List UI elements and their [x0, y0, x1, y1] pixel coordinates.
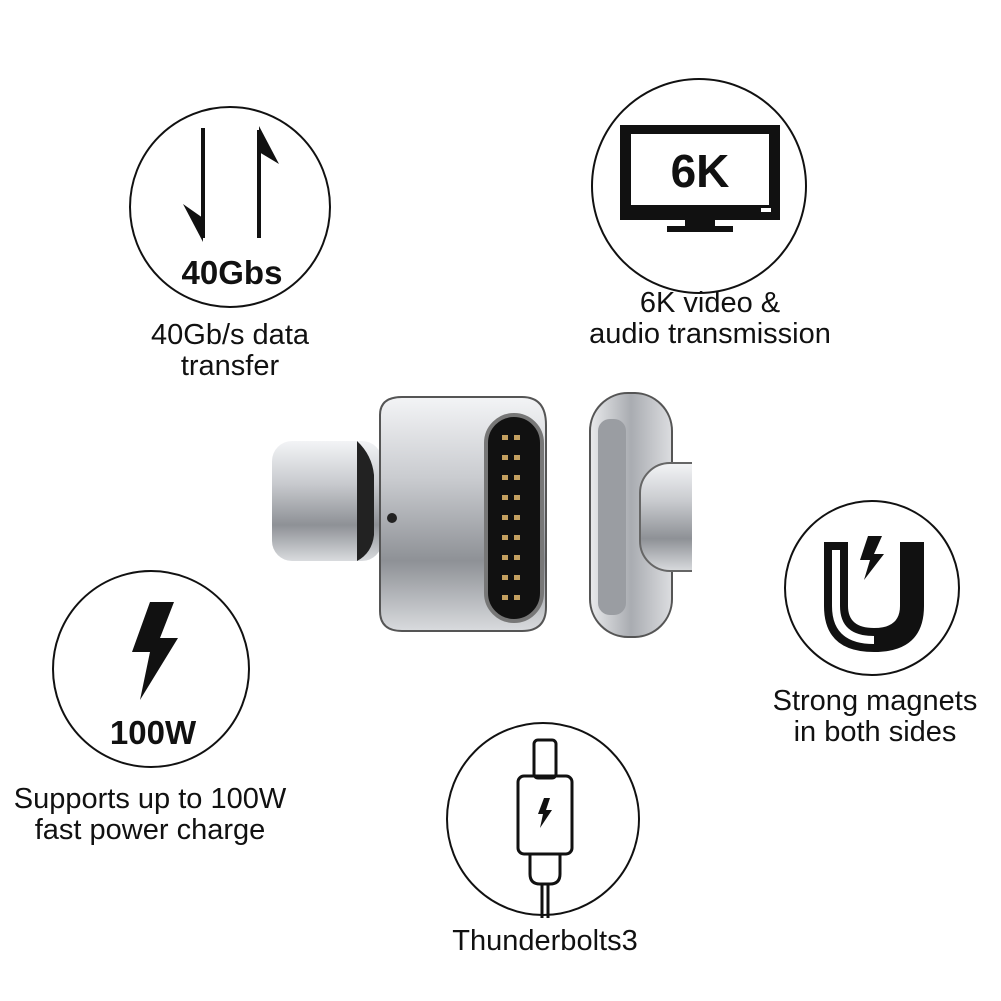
data-caption: 40Gb/s data transfer [120, 320, 340, 382]
power-caption: Supports up to 100W fast power charge [0, 784, 300, 846]
usb-c-plug [639, 462, 692, 572]
video-caption-line2: audio transmission [589, 318, 831, 350]
power-caption-line1: Supports up to 100W [13, 783, 287, 815]
magnet-caption-line2: in both sides [793, 716, 957, 748]
video-caption: 6K video & audio transmission [560, 288, 860, 350]
magnet-caption-line1: Strong magnets [772, 685, 978, 717]
indicator-dot [387, 513, 397, 523]
lightning-bolt-icon [132, 602, 178, 700]
data-badge: 40Gbs [181, 254, 283, 291]
video-circle: 6K [591, 78, 807, 294]
power-badge: 100W [109, 714, 197, 751]
magnet-caption: Strong magnets in both sides [750, 686, 1000, 748]
video-badge: 6K [670, 145, 730, 197]
video-caption-line1: 6K video & [639, 287, 781, 319]
thunderbolt-circle [446, 722, 640, 918]
magnetic-usb-c-adapter [272, 392, 692, 638]
data-transfer-circle: 40Gbs [129, 106, 331, 308]
usb-c-cable-icon [516, 738, 574, 918]
power-caption-line2: fast power charge [34, 814, 266, 846]
data-transfer-arrows-icon [183, 126, 279, 242]
thunderbolt-caption-line1: Thunderbolts3 [452, 925, 638, 957]
thunderbolt-caption: Thunderbolts3 [420, 926, 670, 957]
female-plug [272, 441, 382, 561]
magnet-circle [784, 500, 960, 676]
power-circle: 100W [52, 570, 250, 768]
data-caption-line1: 40Gb/s data [151, 319, 309, 351]
monitor-icon [620, 125, 780, 232]
data-caption-line2: transfer [180, 350, 280, 382]
magnet-icon [824, 536, 924, 652]
